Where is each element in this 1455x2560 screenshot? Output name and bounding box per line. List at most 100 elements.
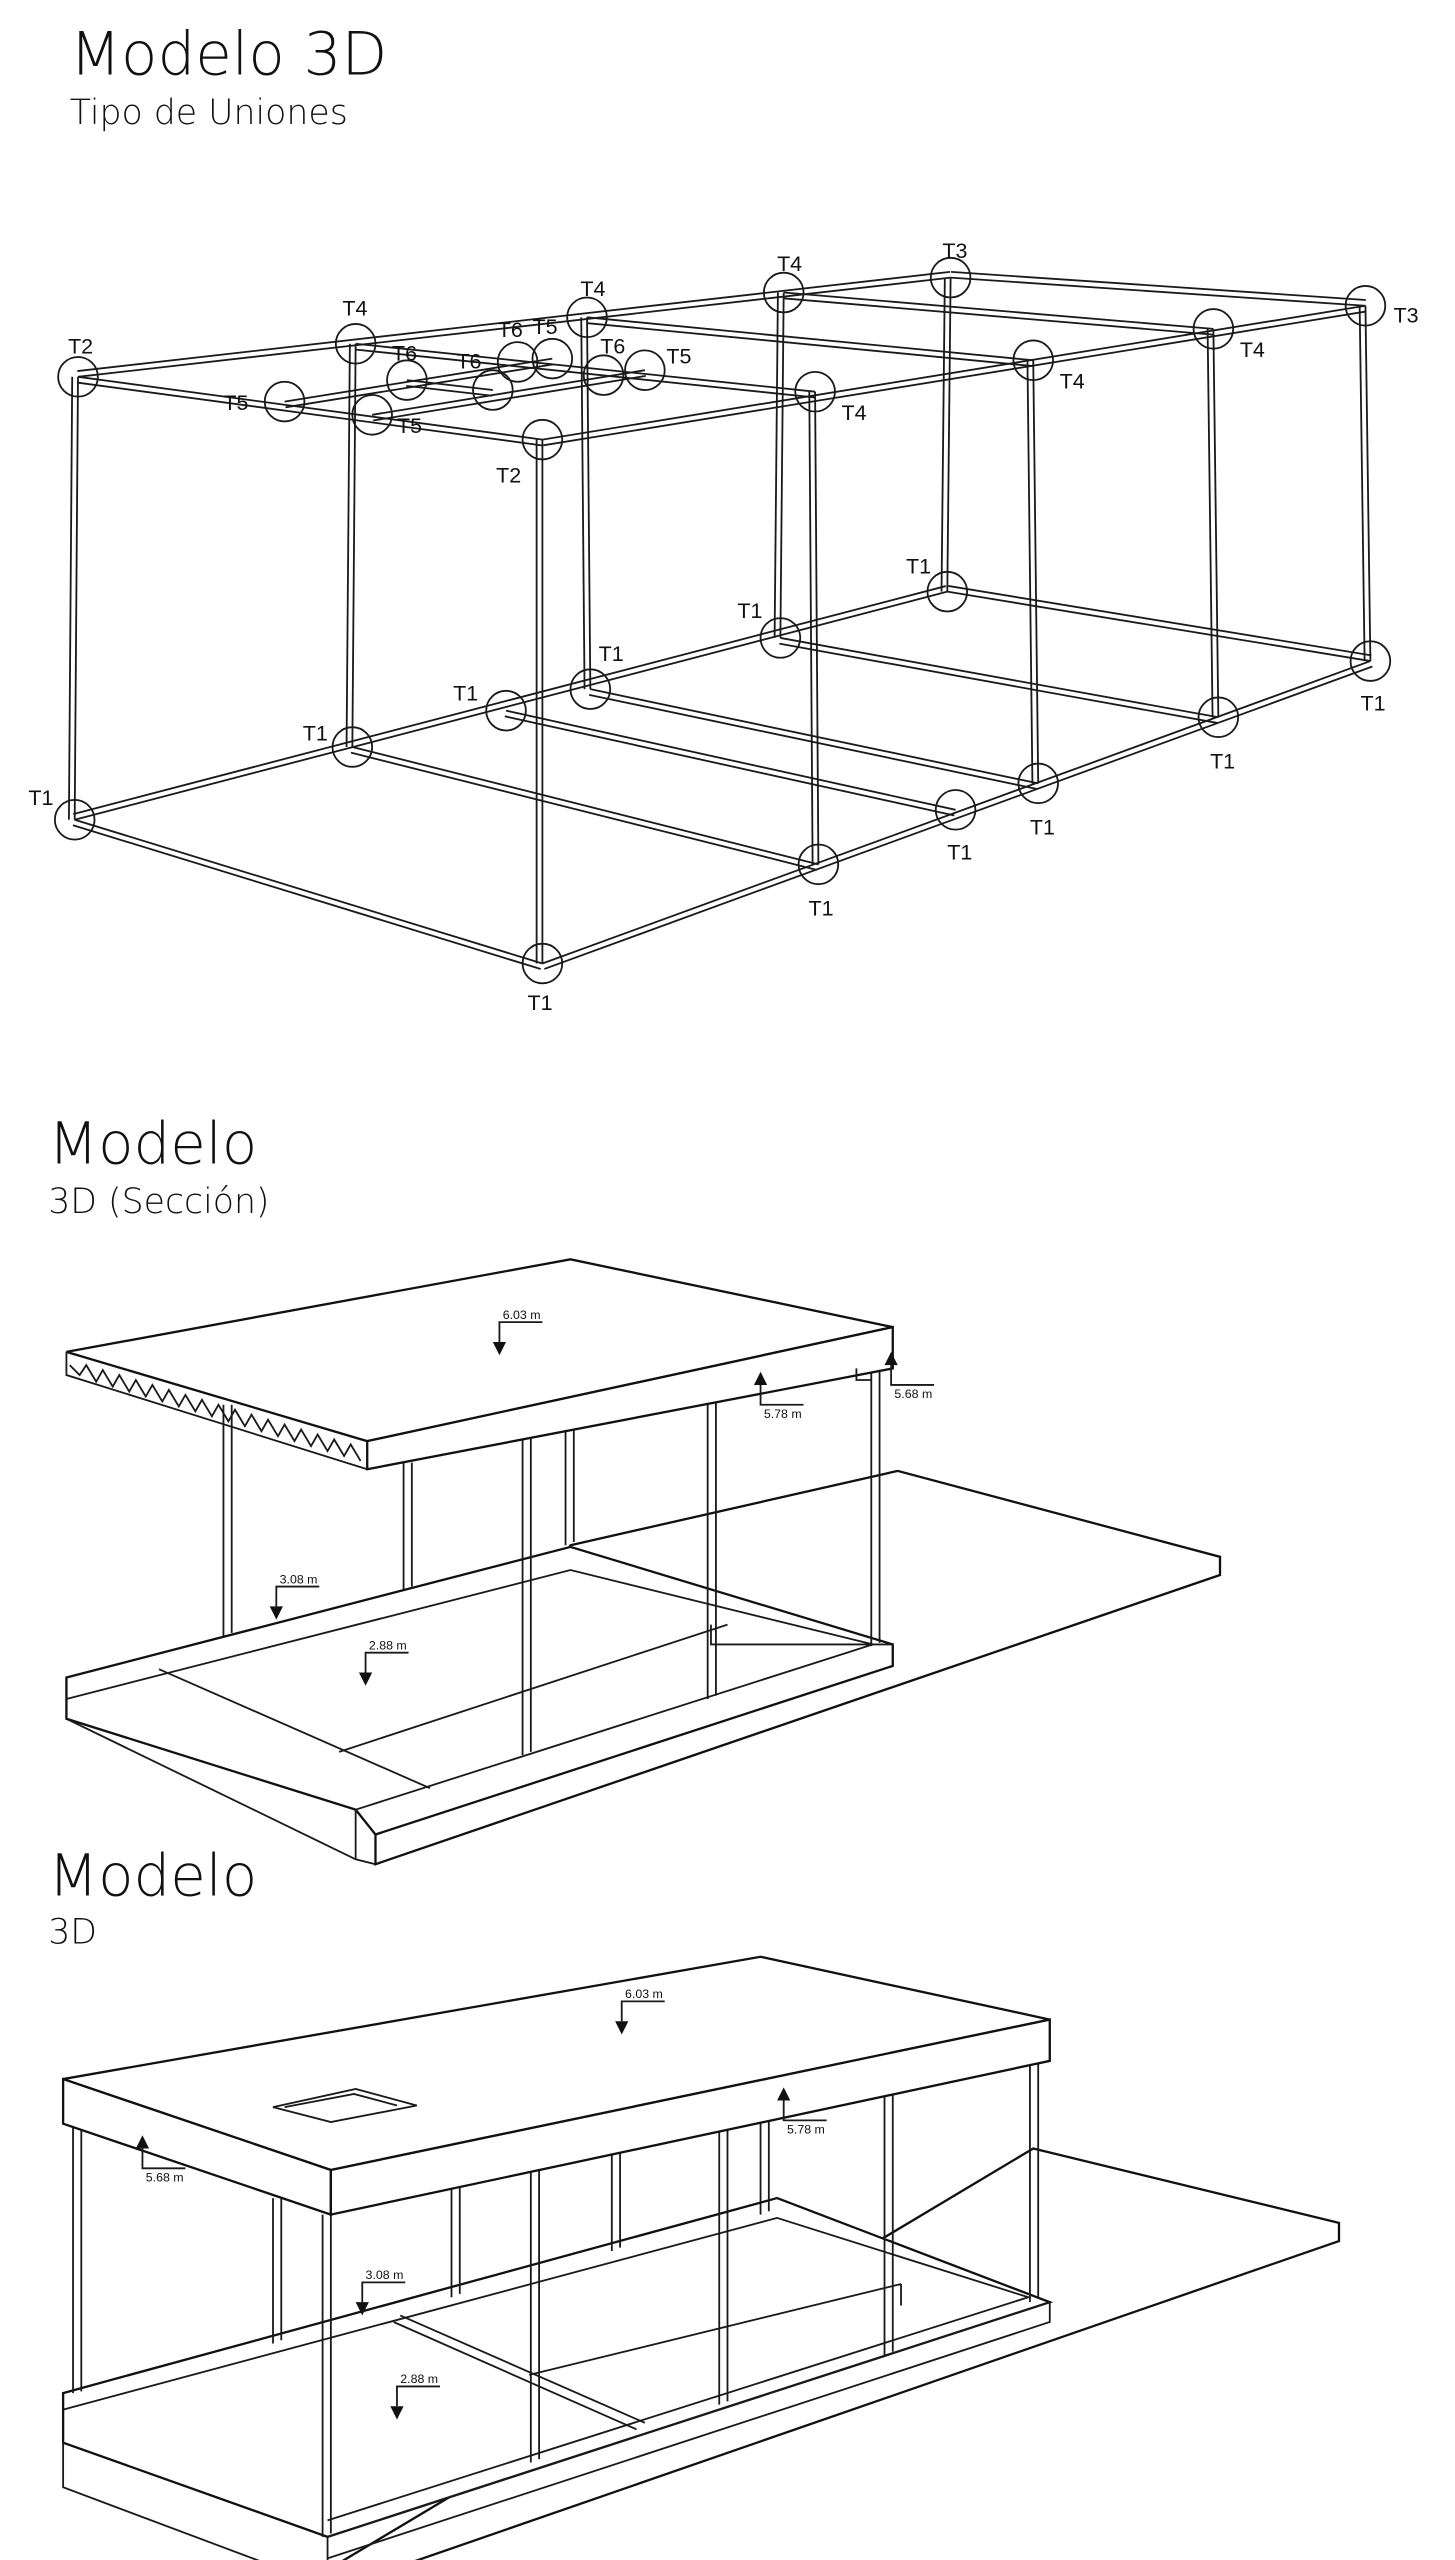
joint-marker bbox=[1012, 339, 1054, 382]
frame-member bbox=[284, 357, 553, 403]
level-marker: 5.68 m bbox=[884, 1351, 935, 1401]
joint-label: T5 bbox=[666, 345, 691, 369]
section3-subtitle: 3D bbox=[48, 1913, 97, 1953]
frame-member bbox=[504, 715, 955, 817]
joint-label: T1 bbox=[906, 554, 931, 578]
joint-marker bbox=[386, 359, 428, 401]
columns bbox=[222, 1365, 881, 1756]
section1-title: Modelo 3D bbox=[70, 20, 388, 89]
arrow-up-icon bbox=[753, 1371, 768, 1385]
level-label: 2.88 m bbox=[400, 2372, 438, 2386]
frame-member bbox=[74, 590, 948, 821]
level-marker: 3.08 m bbox=[269, 1572, 320, 1620]
joint-label: T4 bbox=[342, 297, 367, 321]
frame-member bbox=[1364, 305, 1372, 662]
joint-marker bbox=[1197, 696, 1240, 739]
joint-marker bbox=[263, 380, 306, 423]
arrow-up-icon bbox=[777, 2087, 791, 2101]
joint-marker bbox=[759, 617, 802, 659]
joint-label: T1 bbox=[1210, 749, 1235, 773]
foundation-frame bbox=[65, 1545, 894, 1836]
frame-member bbox=[586, 322, 1033, 367]
frame-member bbox=[580, 317, 586, 690]
frame-member bbox=[351, 343, 357, 748]
joint-marker bbox=[472, 369, 514, 411]
level-marker: 5.78 m bbox=[777, 2087, 827, 2137]
frame-member bbox=[77, 375, 543, 441]
level-label: 6.03 m bbox=[503, 1308, 541, 1322]
frame-member bbox=[406, 379, 493, 391]
level-marker: 5.68 m bbox=[135, 2135, 186, 2185]
frame-member bbox=[1212, 328, 1220, 718]
frame-member bbox=[1206, 328, 1214, 718]
joint-marker bbox=[331, 726, 374, 768]
frame-member bbox=[542, 660, 1371, 965]
section2-subtitle: 3D (Sección) bbox=[48, 1182, 269, 1222]
frame-member bbox=[350, 751, 818, 871]
frame-member bbox=[950, 276, 1366, 307]
frame-member bbox=[814, 391, 820, 865]
frame-member bbox=[1026, 360, 1034, 784]
full-model bbox=[61, 1955, 1341, 2560]
level-label: 3.08 m bbox=[366, 2268, 404, 2282]
columns bbox=[72, 2057, 1040, 2537]
arrow-down-icon bbox=[358, 1672, 373, 1686]
level-label: 5.68 m bbox=[146, 2171, 184, 2185]
frame-member bbox=[590, 688, 1039, 785]
joint-marker bbox=[1192, 308, 1235, 350]
frame-member bbox=[808, 391, 814, 865]
joint-marker bbox=[496, 341, 539, 383]
frame-member bbox=[542, 304, 1366, 441]
frame-member bbox=[586, 316, 1034, 362]
level-marker: 6.03 m bbox=[492, 1308, 543, 1356]
joint-label: T1 bbox=[599, 642, 624, 666]
level-label: 3.08 m bbox=[280, 1572, 318, 1586]
joint-label: T1 bbox=[453, 682, 478, 706]
frame-member bbox=[67, 376, 74, 820]
frame-member bbox=[948, 585, 1372, 657]
joint-label: T5 bbox=[532, 315, 557, 339]
arrow-up-icon bbox=[135, 2135, 150, 2149]
joint-marker bbox=[582, 354, 625, 396]
arrow-down-icon bbox=[615, 2021, 629, 2035]
frame-member bbox=[779, 642, 1218, 724]
joint-marker bbox=[934, 789, 977, 831]
joint-label: T2 bbox=[496, 464, 521, 488]
joint-label: T6 bbox=[392, 341, 417, 365]
level-marker: 2.88 m bbox=[358, 1638, 409, 1686]
joint-label: T1 bbox=[303, 721, 328, 745]
frame-member bbox=[783, 297, 1213, 336]
joint-label: T3 bbox=[942, 239, 967, 263]
joint-marker bbox=[334, 323, 377, 365]
joint-marker bbox=[762, 271, 805, 314]
joint-marker bbox=[794, 370, 836, 413]
level-label: 5.68 m bbox=[894, 1387, 932, 1401]
joint-label: T4 bbox=[1240, 338, 1265, 362]
joint-label: T6 bbox=[600, 335, 625, 359]
joint-label: T4 bbox=[777, 252, 802, 276]
joint-marker bbox=[929, 256, 972, 299]
level-label: 5.78 m bbox=[764, 1407, 802, 1421]
frame-member bbox=[74, 818, 543, 965]
joint-label: T1 bbox=[737, 599, 762, 623]
level-marker: 5.78 m bbox=[753, 1371, 804, 1421]
frame-member bbox=[1032, 360, 1040, 784]
joint-label: T3 bbox=[1394, 303, 1419, 327]
section1-subtitle: Tipo de Uniones bbox=[70, 93, 348, 133]
frame-member bbox=[779, 292, 785, 638]
joint-label: T1 bbox=[28, 786, 53, 810]
roof-opening bbox=[272, 2088, 418, 2123]
frame-member bbox=[950, 270, 1366, 301]
frame-member bbox=[406, 384, 493, 397]
frame-member bbox=[783, 291, 1214, 330]
frame-member bbox=[946, 277, 952, 592]
arrow-down-icon bbox=[355, 2302, 369, 2316]
frame-member bbox=[352, 746, 819, 866]
joint-label: T1 bbox=[808, 897, 833, 921]
frame-member bbox=[372, 369, 646, 416]
joint-label: T5 bbox=[223, 391, 248, 415]
section2-title: Modelo bbox=[48, 1109, 257, 1177]
joint-marker bbox=[521, 418, 564, 461]
